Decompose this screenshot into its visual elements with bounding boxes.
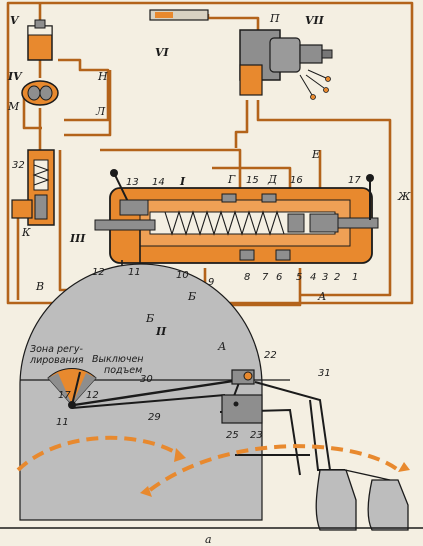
label-letter-G: Г [227, 173, 236, 186]
caption-a: а [205, 533, 212, 546]
label-letter-L: Л [95, 105, 106, 118]
line-outer-frame [6, 1, 414, 305]
label-n8: 8 [244, 272, 250, 283]
label-n5: 5 [296, 272, 302, 283]
label-letter-A1: А [317, 290, 326, 303]
label-letter-N: Н [97, 70, 108, 83]
zone-label-line2: лирования [29, 355, 84, 366]
label-letter-E: Е [311, 148, 320, 161]
line-P-down [234, 100, 249, 148]
label-n14: 14 [152, 177, 165, 188]
label-n9: 9 [208, 277, 214, 288]
label-letter-V: В [35, 280, 44, 293]
pump-IV [21, 80, 59, 106]
label-roman-II: II [155, 325, 167, 338]
label-letter-D: Д [267, 173, 278, 186]
line-M [22, 92, 42, 130]
line-P-to-valve [256, 100, 392, 297]
label-n12: 12 [92, 267, 105, 278]
tank-V [27, 19, 53, 61]
label-n13: 13 [126, 177, 139, 188]
number-labels: 32 13 14 15 16 17 12 11 10 9 8 7 6 5 4 3… [12, 160, 361, 441]
label-n25: 25 [226, 430, 239, 441]
control-handle-17 [366, 174, 374, 220]
line-VI-to-P [206, 14, 260, 30]
label-n31: 31 [318, 368, 331, 379]
label-n15: 15 [246, 175, 259, 186]
label-b11: 11 [56, 417, 69, 428]
label-roman-III: III [69, 232, 86, 245]
line-L [64, 70, 112, 137]
label-letter-B1: Б [187, 290, 196, 303]
label-n23: 23 [250, 430, 263, 441]
svg-text:Зона регу- лирования: Зона регу- лирования [29, 344, 86, 366]
label-n32: 32 [12, 160, 25, 171]
line-G [100, 148, 242, 190]
line-D [212, 166, 292, 190]
switch-label-line2: подъем [104, 365, 142, 376]
label-n4: 4 [310, 272, 316, 283]
label-letter-Zh: Ж [397, 190, 411, 203]
roman-labels: V IV III VI VII I II [7, 14, 325, 338]
indicator-VI [149, 9, 209, 21]
label-b17: 17 [58, 390, 71, 401]
label-n30: 30 [140, 374, 153, 385]
plough-bodies [315, 469, 409, 531]
control-handle-13 [110, 169, 149, 285]
label-n29: 29 [148, 412, 161, 423]
label-roman-IV: IV [7, 70, 23, 83]
label-n10: 10 [176, 270, 189, 281]
label-n1: 1 [352, 272, 358, 283]
letter-labels: П Н М Л Г Д Е Ж К В Б А Б А [7, 12, 411, 353]
soil-flow-arrows [16, 435, 400, 492]
label-n7: 7 [262, 272, 269, 283]
label-roman-VI: VI [155, 46, 170, 59]
label-letter-M: М [7, 100, 20, 113]
label-n2: 2 [334, 272, 340, 283]
gauge-sector [47, 368, 97, 409]
label-letter-A2: А [217, 340, 226, 353]
label-n17: 17 [348, 175, 361, 186]
svg-text:Выключен подъем: Выключен подъем [92, 354, 147, 376]
label-n16: 16 [290, 175, 303, 186]
switch-label: Выключен подъем [92, 354, 147, 376]
label-n3: 3 [322, 272, 328, 283]
label-letter-B2: Б [145, 312, 154, 325]
label-letter-P: П [269, 12, 280, 25]
zone-label-line1: Зона регу- [30, 344, 83, 355]
hitch-bracket [221, 369, 263, 424]
zone-label: Зона регу- лирования [29, 344, 86, 366]
distributor-VII [239, 29, 333, 100]
label-letter-K: К [21, 226, 31, 239]
label-b12: 12 [86, 390, 99, 401]
label-roman-I: I [179, 175, 186, 188]
safety-valve-III [11, 149, 55, 226]
label-roman-V: V [10, 14, 20, 27]
label-roman-VII: VII [305, 14, 325, 27]
label-n22: 22 [264, 350, 277, 361]
switch-label-line1: Выключен [92, 354, 144, 365]
label-n11: 11 [128, 267, 141, 278]
regulator-body-I [94, 187, 379, 264]
line-N [58, 58, 110, 122]
label-n6: 6 [276, 272, 282, 283]
soil-flow-arrowheads [140, 448, 410, 497]
